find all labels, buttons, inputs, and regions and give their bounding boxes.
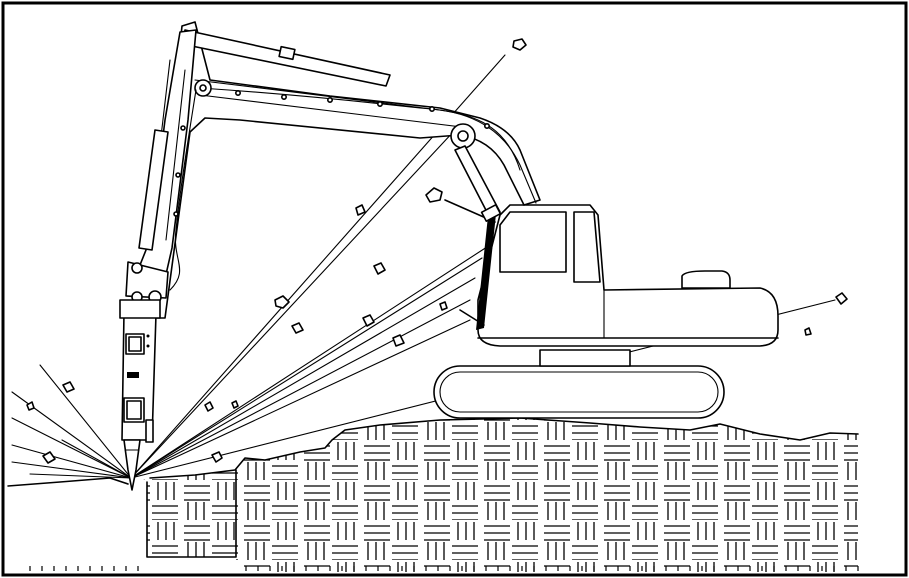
- rock-fragments: [26, 38, 848, 464]
- boom: [149, 21, 541, 319]
- crawler-track: [433, 365, 725, 419]
- bucket-cylinder: [138, 129, 169, 251]
- cab-front-window: [499, 211, 567, 273]
- debris-trajectories: [11, 54, 836, 479]
- hydraulic-breaker: [119, 299, 161, 491]
- arm: [125, 29, 197, 304]
- cab-side-window: [573, 211, 601, 283]
- chisel-tool: [123, 439, 141, 491]
- front-guard: [476, 214, 496, 330]
- ground: [7, 417, 859, 572]
- dug-pit: [146, 469, 237, 558]
- turntable: [539, 349, 631, 367]
- engine-hood: [681, 270, 731, 289]
- excavator: [433, 199, 779, 419]
